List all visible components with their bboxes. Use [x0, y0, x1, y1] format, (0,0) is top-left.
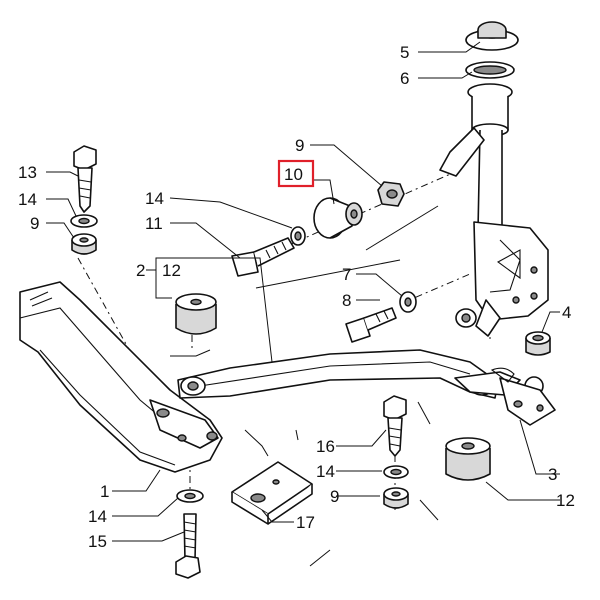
- callout-14-left: 14: [18, 190, 37, 209]
- callout-1: 1: [100, 482, 109, 501]
- subframe: [19, 281, 223, 473]
- nut-9-top: [377, 181, 405, 207]
- callout-4: 4: [562, 303, 571, 322]
- bolt-15: [175, 513, 201, 579]
- bolt-11: [231, 237, 295, 277]
- bush-12-top: [175, 293, 217, 335]
- callout-14-right: 14: [316, 462, 335, 481]
- washer-14-left: [70, 214, 98, 228]
- bush-12-bottom: [445, 437, 491, 481]
- bolt-8: [345, 307, 397, 343]
- ball-joint-3: [490, 367, 556, 426]
- callout-11: 11: [145, 214, 163, 233]
- callout-7: 7: [342, 265, 351, 284]
- leader-lines: [46, 41, 560, 542]
- callout-17: 17: [296, 513, 315, 532]
- washer-14-bottom: [176, 489, 204, 503]
- callout-2: 2: [136, 261, 145, 280]
- callout-5: 5: [400, 43, 409, 62]
- callout-3: 3: [548, 465, 557, 484]
- callout-12-bottom: 12: [556, 491, 575, 510]
- callout-8: 8: [342, 291, 351, 310]
- callout-13: 13: [18, 163, 37, 182]
- strut-assembly: [439, 21, 549, 337]
- callout-labels: 5 6 9 10 13 14 14 9 11 2 12 7 8 4 16 14 …: [18, 43, 575, 551]
- drafting-strokes: [170, 205, 439, 567]
- plate-17: [231, 461, 313, 525]
- nut-9-right: [383, 487, 409, 509]
- callout-6: 6: [400, 69, 409, 88]
- washer-7: [399, 291, 417, 313]
- callout-12-top: 12: [162, 261, 181, 280]
- callout-14-top: 14: [145, 189, 164, 208]
- nut-9-left: [71, 233, 97, 255]
- bolt-13: [73, 145, 97, 213]
- control-arm: [177, 349, 521, 399]
- callout-15: 15: [88, 532, 107, 551]
- washer-14-top: [290, 226, 306, 246]
- callout-9-right: 9: [330, 487, 339, 506]
- callout-16: 16: [316, 437, 335, 456]
- callout-9-left: 9: [30, 214, 39, 233]
- washer-14-right: [383, 465, 409, 479]
- rubber-bushing-10: [313, 197, 363, 239]
- bolt-16: [383, 395, 407, 457]
- callout-9-top: 9: [295, 136, 304, 155]
- nut-4: [525, 331, 551, 356]
- highlight-box-10: [277, 159, 315, 188]
- callout-14-bottom: 14: [88, 507, 107, 526]
- callout-10: 10: [284, 165, 303, 184]
